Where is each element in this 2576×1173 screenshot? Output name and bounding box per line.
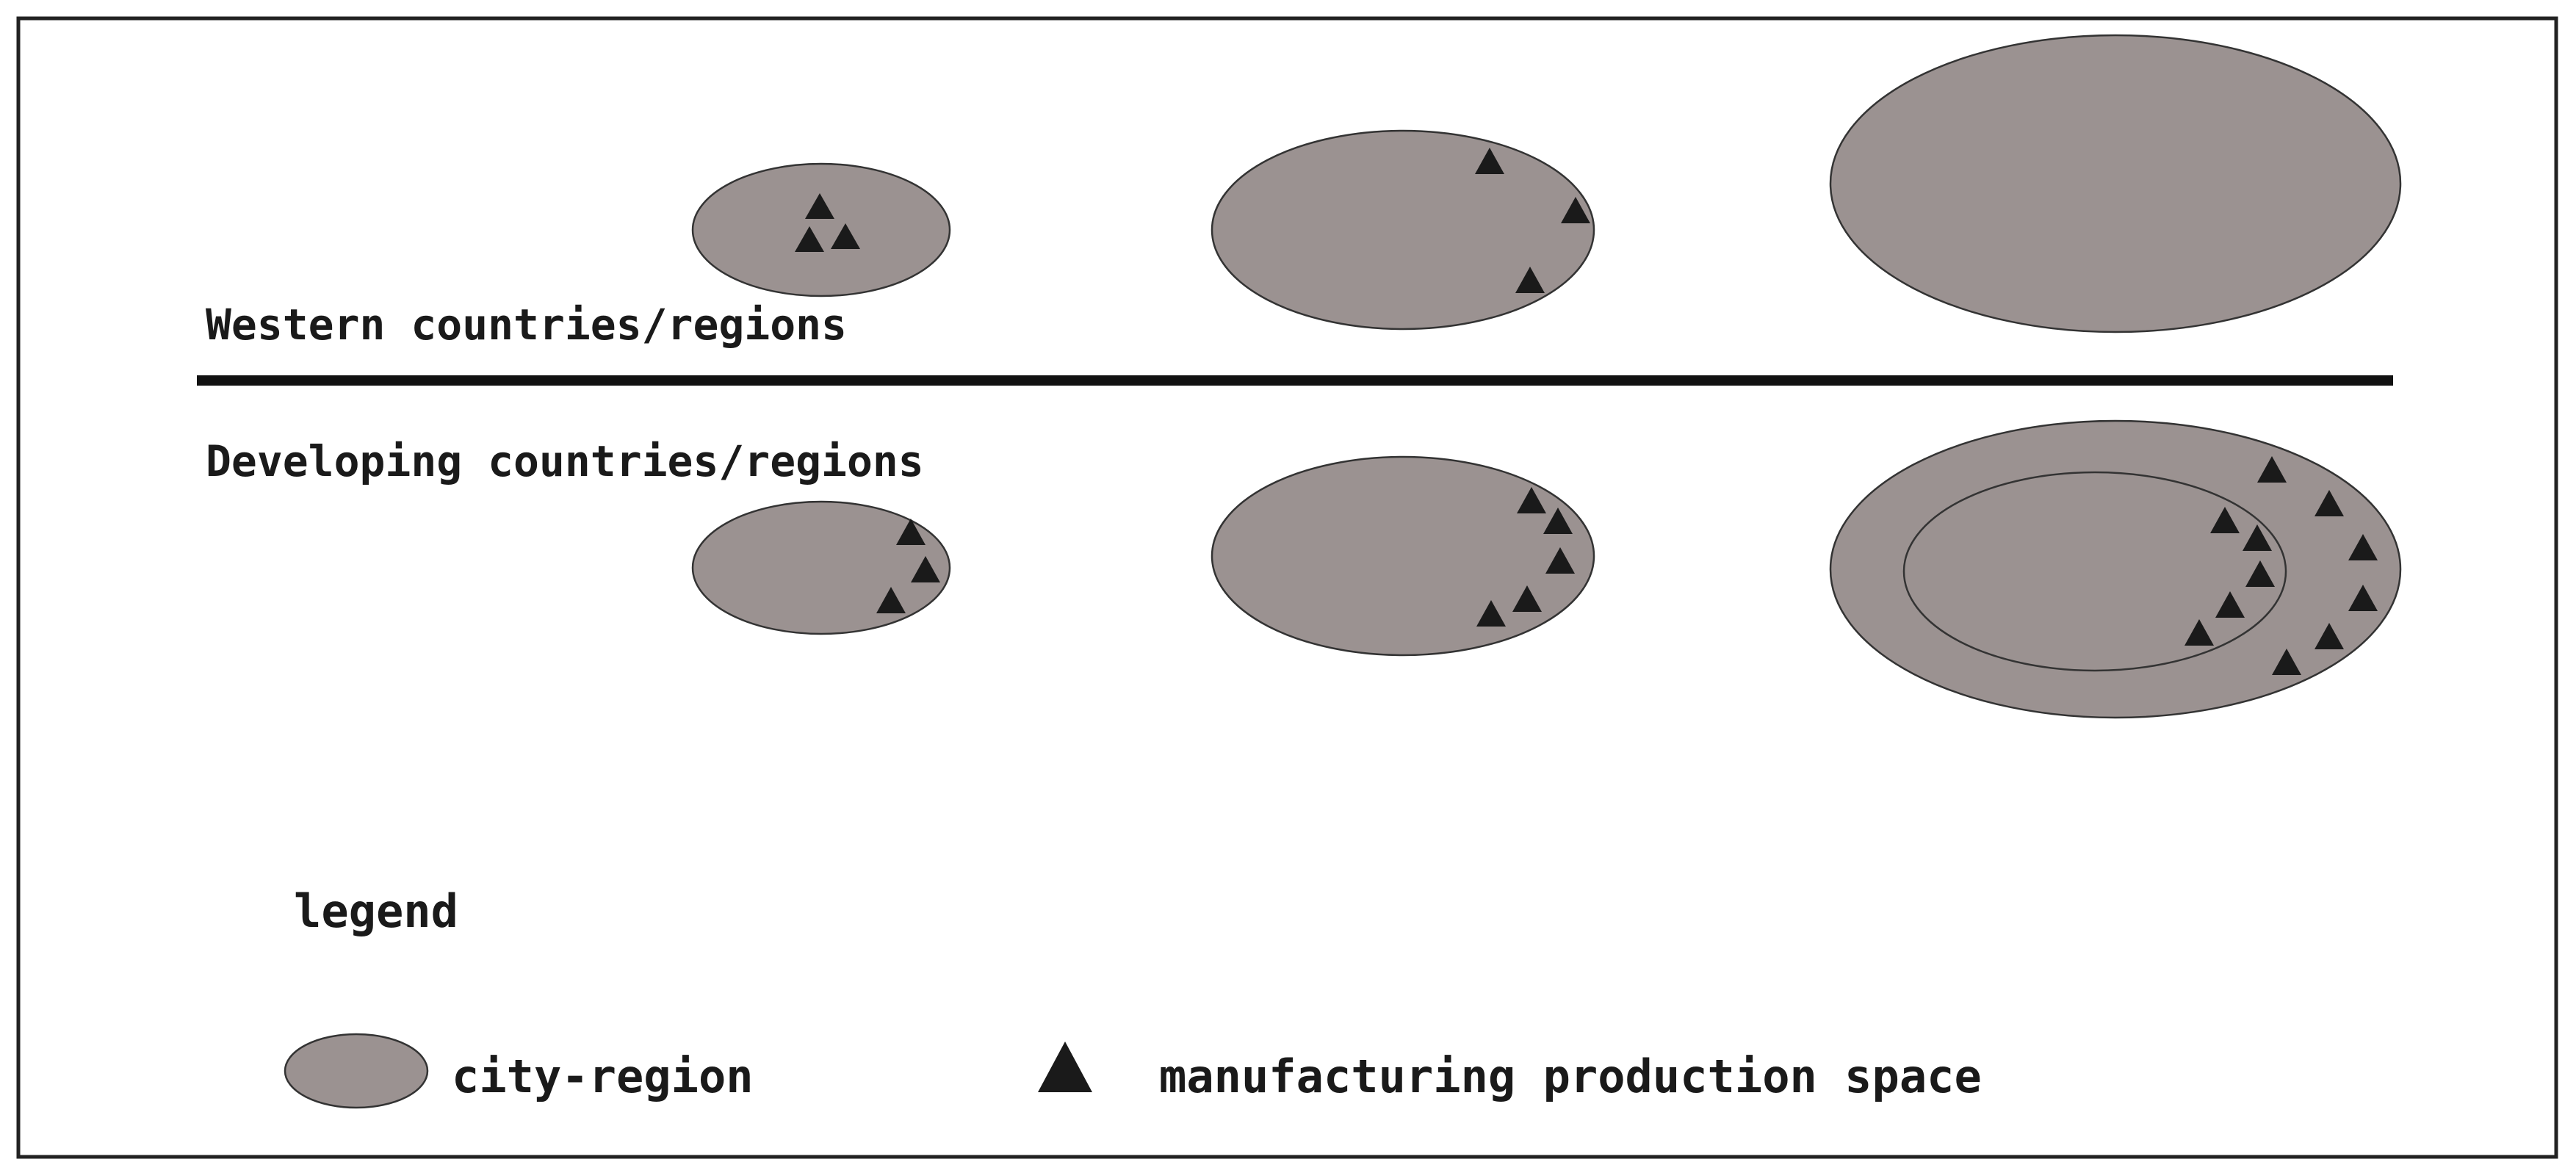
factory-icon <box>876 587 906 613</box>
western-city-small-factories <box>795 193 860 252</box>
factory-icon <box>2243 524 2272 551</box>
western-row <box>691 34 2402 333</box>
factory-icon <box>2315 623 2344 649</box>
western-city-small <box>691 162 951 297</box>
legend-city-region-label: city-region <box>452 1050 754 1103</box>
developing-city-large <box>1829 419 2402 719</box>
factory-icon <box>1543 508 1573 534</box>
factory-icon <box>795 226 824 252</box>
developing-city-medium <box>1211 455 1595 657</box>
factory-icon <box>911 556 940 582</box>
western-city-medium-factories <box>1475 148 1590 293</box>
factory-icon <box>896 519 926 545</box>
factory-icon <box>2315 490 2344 516</box>
factory-icon <box>2215 591 2245 618</box>
legend: legend city-region manufacturing product… <box>284 884 1982 1109</box>
developing-city-small-factories <box>876 519 940 613</box>
manufacturing-legend-icon <box>1038 1042 1092 1092</box>
row-divider <box>197 375 2393 386</box>
developing-city-large-factories <box>2184 456 2378 675</box>
factory-icon <box>2348 534 2378 560</box>
developing-label: Developing countries/regions <box>206 436 924 486</box>
western-city-large <box>1829 34 2402 333</box>
developing-city-large-core <box>1902 471 2287 672</box>
factory-icon <box>2272 649 2301 675</box>
legend-manufacturing-label: manufacturing production space <box>1159 1050 1982 1103</box>
factory-icon <box>2245 560 2275 587</box>
factory-icon <box>1475 148 1504 174</box>
diagram-frame <box>16 16 2558 1159</box>
factory-icon <box>1515 267 1545 293</box>
developing-city-medium-factories <box>1476 487 1575 627</box>
factory-icon <box>1517 487 1546 513</box>
factory-icon <box>1545 547 1575 574</box>
factory-icon <box>2184 619 2214 646</box>
developing-row <box>691 419 2402 719</box>
city-region-legend-icon <box>284 1033 429 1109</box>
western-city-medium <box>1211 129 1595 331</box>
factory-icon <box>1476 600 1506 627</box>
factory-icon <box>2257 456 2287 483</box>
factory-icon <box>831 223 860 249</box>
factory-icon <box>805 193 834 219</box>
factory-icon <box>2210 507 2240 533</box>
factory-icon <box>1561 197 1590 223</box>
factory-icon <box>2348 585 2378 611</box>
legend-title: legend <box>294 884 458 938</box>
factory-icon <box>1512 585 1542 612</box>
western-label: Western countries/regions <box>206 300 847 350</box>
